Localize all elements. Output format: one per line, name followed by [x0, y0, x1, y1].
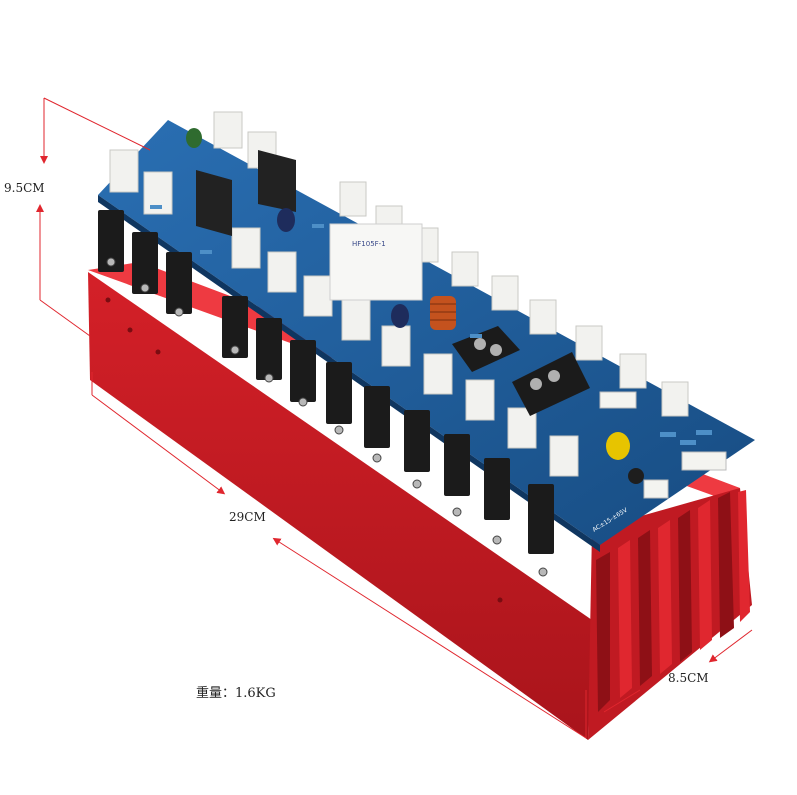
electrolytic-capacitors — [186, 128, 644, 484]
relay-label: HF105F-1 — [352, 240, 386, 248]
terminal-blocks — [452, 326, 590, 416]
small-resistors — [150, 205, 712, 445]
relay: HF105F-1 — [329, 223, 423, 301]
inductor-coil — [430, 296, 456, 330]
power-transistors — [98, 210, 554, 554]
height-ext-bottom — [39, 299, 91, 337]
heatsink-long-side — [88, 272, 592, 740]
transistor-screws — [106, 257, 548, 577]
heatsink-fins — [596, 490, 750, 712]
pin-connectors — [599, 391, 727, 499]
weight-label: 重量：1.6KG — [196, 686, 276, 701]
width-line-2 — [603, 689, 641, 713]
length-line-right — [272, 537, 587, 739]
heatsink-holes — [105, 297, 503, 603]
length-dimension-label: 29CM — [229, 510, 266, 524]
height-dimension-label: 9.5CM — [4, 181, 45, 195]
driver-heatsinks — [196, 150, 296, 236]
width-line — [708, 629, 753, 663]
width-dimension-label: 8.5CM — [668, 671, 709, 685]
dimension-lines — [36, 97, 753, 739]
pcb-top-surface — [98, 120, 755, 545]
length-line-left — [91, 394, 226, 495]
height-ext-top — [43, 97, 151, 151]
ceramic-resistors — [109, 111, 689, 477]
